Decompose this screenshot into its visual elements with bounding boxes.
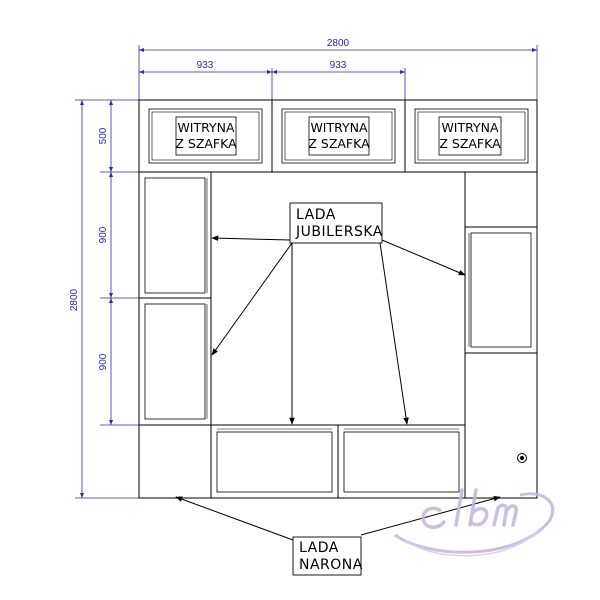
display-3-line-1: WITRYNA xyxy=(441,120,499,135)
display-module-1: WITRYNA Z SZAFKA xyxy=(175,116,237,156)
dimension-ticks xyxy=(80,48,537,498)
dimension-lines xyxy=(75,45,538,499)
corner-callout-line-2: NARONA xyxy=(299,557,363,573)
lock-core xyxy=(520,456,524,460)
display-2-line-1: WITRYNA xyxy=(310,120,368,135)
watermark-logo xyxy=(394,488,555,557)
jewelry-callout-line-1: LADA xyxy=(296,207,336,223)
dim-side-module-1: 900 xyxy=(98,226,109,243)
corner-callout-line-1: LADA xyxy=(299,540,339,556)
furniture-outline xyxy=(138,99,538,499)
corner-counter-callout: LADA NARONA xyxy=(292,536,363,576)
dim-top-module: 500 xyxy=(98,127,109,144)
display-1-line-2: Z SZAFKA xyxy=(175,136,237,151)
dim-total-width: 2800 xyxy=(327,38,350,49)
dim-total-height: 2800 xyxy=(69,288,80,311)
display-module-3: WITRYNA Z SZAFKA xyxy=(438,116,502,156)
display-1-line-1: WITRYNA xyxy=(177,120,235,135)
jewelry-callout-arrows xyxy=(211,235,466,425)
jewelry-counter-callout: LADA JUBILERSKA xyxy=(289,202,383,244)
display-3-line-2: Z SZAFKA xyxy=(439,136,501,151)
dim-segment-1: 933 xyxy=(197,60,214,71)
lock-icon xyxy=(517,453,527,463)
dim-segment-2: 933 xyxy=(330,60,347,71)
display-module-2: WITRYNA Z SZAFKA xyxy=(308,116,370,156)
corner-callout-arrows xyxy=(175,495,501,541)
dim-side-module-2: 900 xyxy=(98,353,109,370)
display-2-line-2: Z SZAFKA xyxy=(308,136,370,151)
jewelry-callout-line-2: JUBILERSKA xyxy=(295,224,383,240)
